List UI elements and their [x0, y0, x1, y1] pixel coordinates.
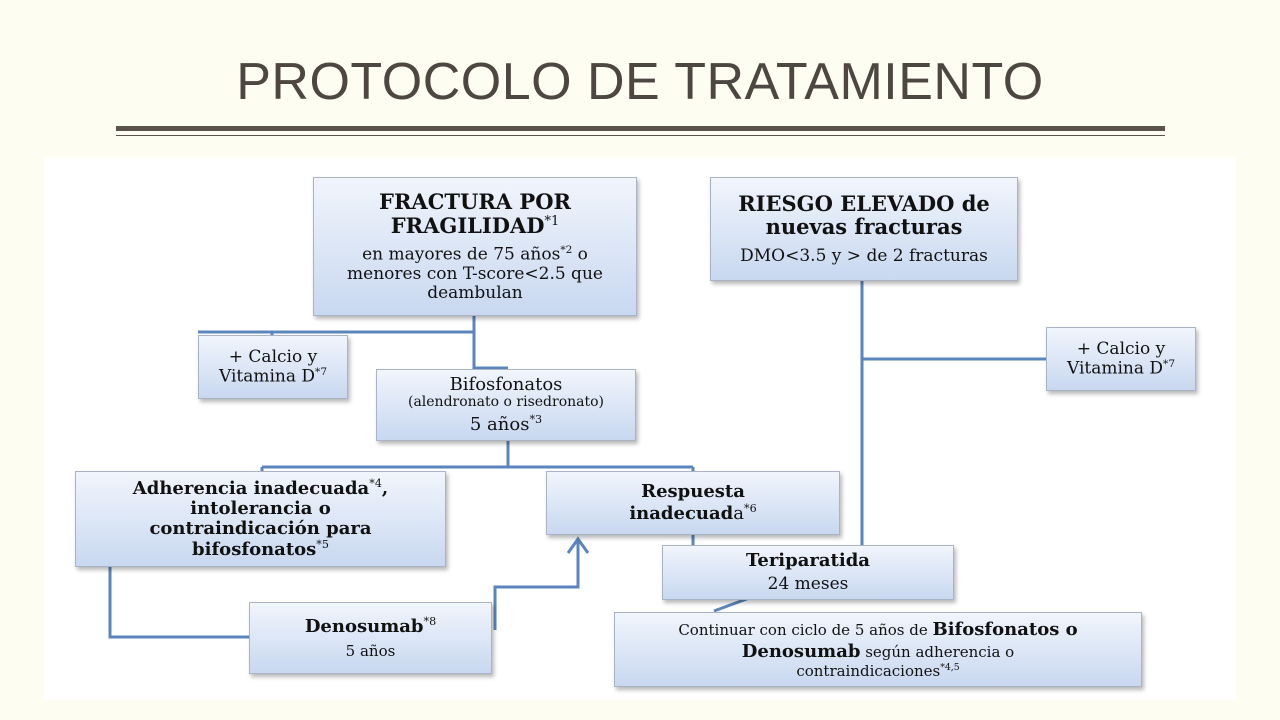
teriparatida-heading: Teriparatida	[746, 549, 870, 571]
calcio-right-line-1: + Calcio y	[1076, 338, 1166, 359]
respuesta-line-1: Respuesta	[641, 481, 745, 503]
fractura-line-1-sup: *2	[560, 244, 573, 257]
adherencia-line-3: contraindicación para	[149, 518, 372, 539]
box-riesgo-elevado: RIESGO ELEVADO de nuevas fracturas DMO<3…	[710, 177, 1018, 281]
connector-fractura-bifosfonatos	[198, 316, 508, 370]
continuar-bold-2: Denosumab	[741, 640, 861, 662]
respuesta-line-2-rest: a	[733, 502, 744, 524]
respuesta-line-2-bold: inadecuad	[629, 502, 734, 524]
calcio-right-line-2: Vitamina D	[1066, 358, 1164, 379]
adherencia-line-1-post: ,	[381, 477, 389, 499]
fractura-line-3: deambulan	[427, 282, 523, 303]
continuar-sup: *4,5	[940, 662, 960, 674]
connector-adherencia-denosumab	[108, 566, 249, 639]
adherencia-line-1-sup: *4	[369, 476, 382, 490]
adherencia-line-4-sup: *5	[316, 538, 329, 552]
box-fractura-fragilidad: FRACTURA POR FRAGILIDAD*1 en mayores de …	[313, 177, 637, 316]
fractura-line-1: en mayores de 75 años	[362, 244, 561, 265]
fractura-heading-2: FRAGILIDAD	[390, 212, 545, 238]
riesgo-detail: DMO<3.5 y > de 2 fracturas	[740, 246, 988, 266]
denosumab-sup: *8	[423, 615, 437, 629]
box-bifosfonatos: Bifosfonatos (alendronato o risedronato)…	[376, 369, 636, 441]
box-denosumab: Denosumab*8 5 años	[249, 602, 492, 674]
arrow-head	[566, 536, 590, 554]
continuar-pre: Continuar con ciclo de 5 años de	[678, 620, 933, 639]
riesgo-heading-1: RIESGO ELEVADO de	[738, 190, 990, 216]
title-rule-thin	[116, 135, 1165, 136]
box-respuesta-inadecuada: Respuesta inadecuada*6	[546, 471, 840, 535]
box-adherencia-inadecuada: Adherencia inadecuada*4, intolerancia o …	[75, 471, 446, 567]
calcio-left-line-2: Vitamina D	[218, 366, 316, 387]
riesgo-heading-2: nuevas fracturas	[765, 214, 963, 240]
fractura-heading-sup: *1	[544, 213, 560, 229]
connector-riesgo-trunk	[860, 281, 1046, 545]
fractura-line-2: menores con T-score<2.5 que	[347, 263, 603, 284]
fractura-line-1-post: o	[572, 244, 588, 265]
box-continuar-ciclo: Continuar con ciclo de 5 años de Bifosfo…	[614, 612, 1142, 687]
box-calcio-vitamina-left: + Calcio y Vitamina D*7	[198, 335, 348, 399]
adherencia-line-4: bifosfonatos	[192, 539, 317, 561]
calcio-left-line-1: + Calcio y	[228, 346, 318, 367]
bifosfonatos-heading: Bifosfonatos	[449, 374, 563, 395]
bifosfonatos-detail: (alendronato o risedronato)	[407, 394, 605, 411]
connector-bifosfonatos-split	[260, 441, 695, 471]
denosumab-duration: 5 años	[345, 642, 396, 661]
continuar-bold-1: Bifosfonatos o	[932, 618, 1078, 640]
continuar-line-3: contraindicaciones	[796, 662, 941, 681]
connector-denosumab-respuesta	[493, 541, 580, 630]
teriparatida-duration: 24 meses	[767, 574, 849, 595]
fractura-heading-1: FRACTURA POR	[379, 189, 571, 215]
bifosfonatos-duration: 5 años	[469, 413, 530, 435]
flowchart-panel	[44, 158, 1236, 700]
respuesta-sup: *6	[743, 501, 757, 515]
adherencia-line-1: Adherencia inadecuada	[132, 477, 370, 499]
bifosfonatos-sup: *3	[529, 412, 543, 426]
calcio-left-sup: *7	[315, 365, 328, 378]
calcio-right-sup: *7	[1163, 357, 1176, 370]
box-teriparatida: Teriparatida 24 meses	[662, 545, 954, 600]
page-title: PROTOCOLO DE TRATAMIENTO	[236, 53, 1044, 111]
adherencia-line-2: intolerancia o	[190, 497, 331, 519]
continuar-mid: según adherencia o	[860, 642, 1015, 661]
box-calcio-vitamina-right: + Calcio y Vitamina D*7	[1046, 327, 1196, 391]
denosumab-heading: Denosumab	[304, 616, 424, 638]
title-rule	[116, 126, 1165, 131]
